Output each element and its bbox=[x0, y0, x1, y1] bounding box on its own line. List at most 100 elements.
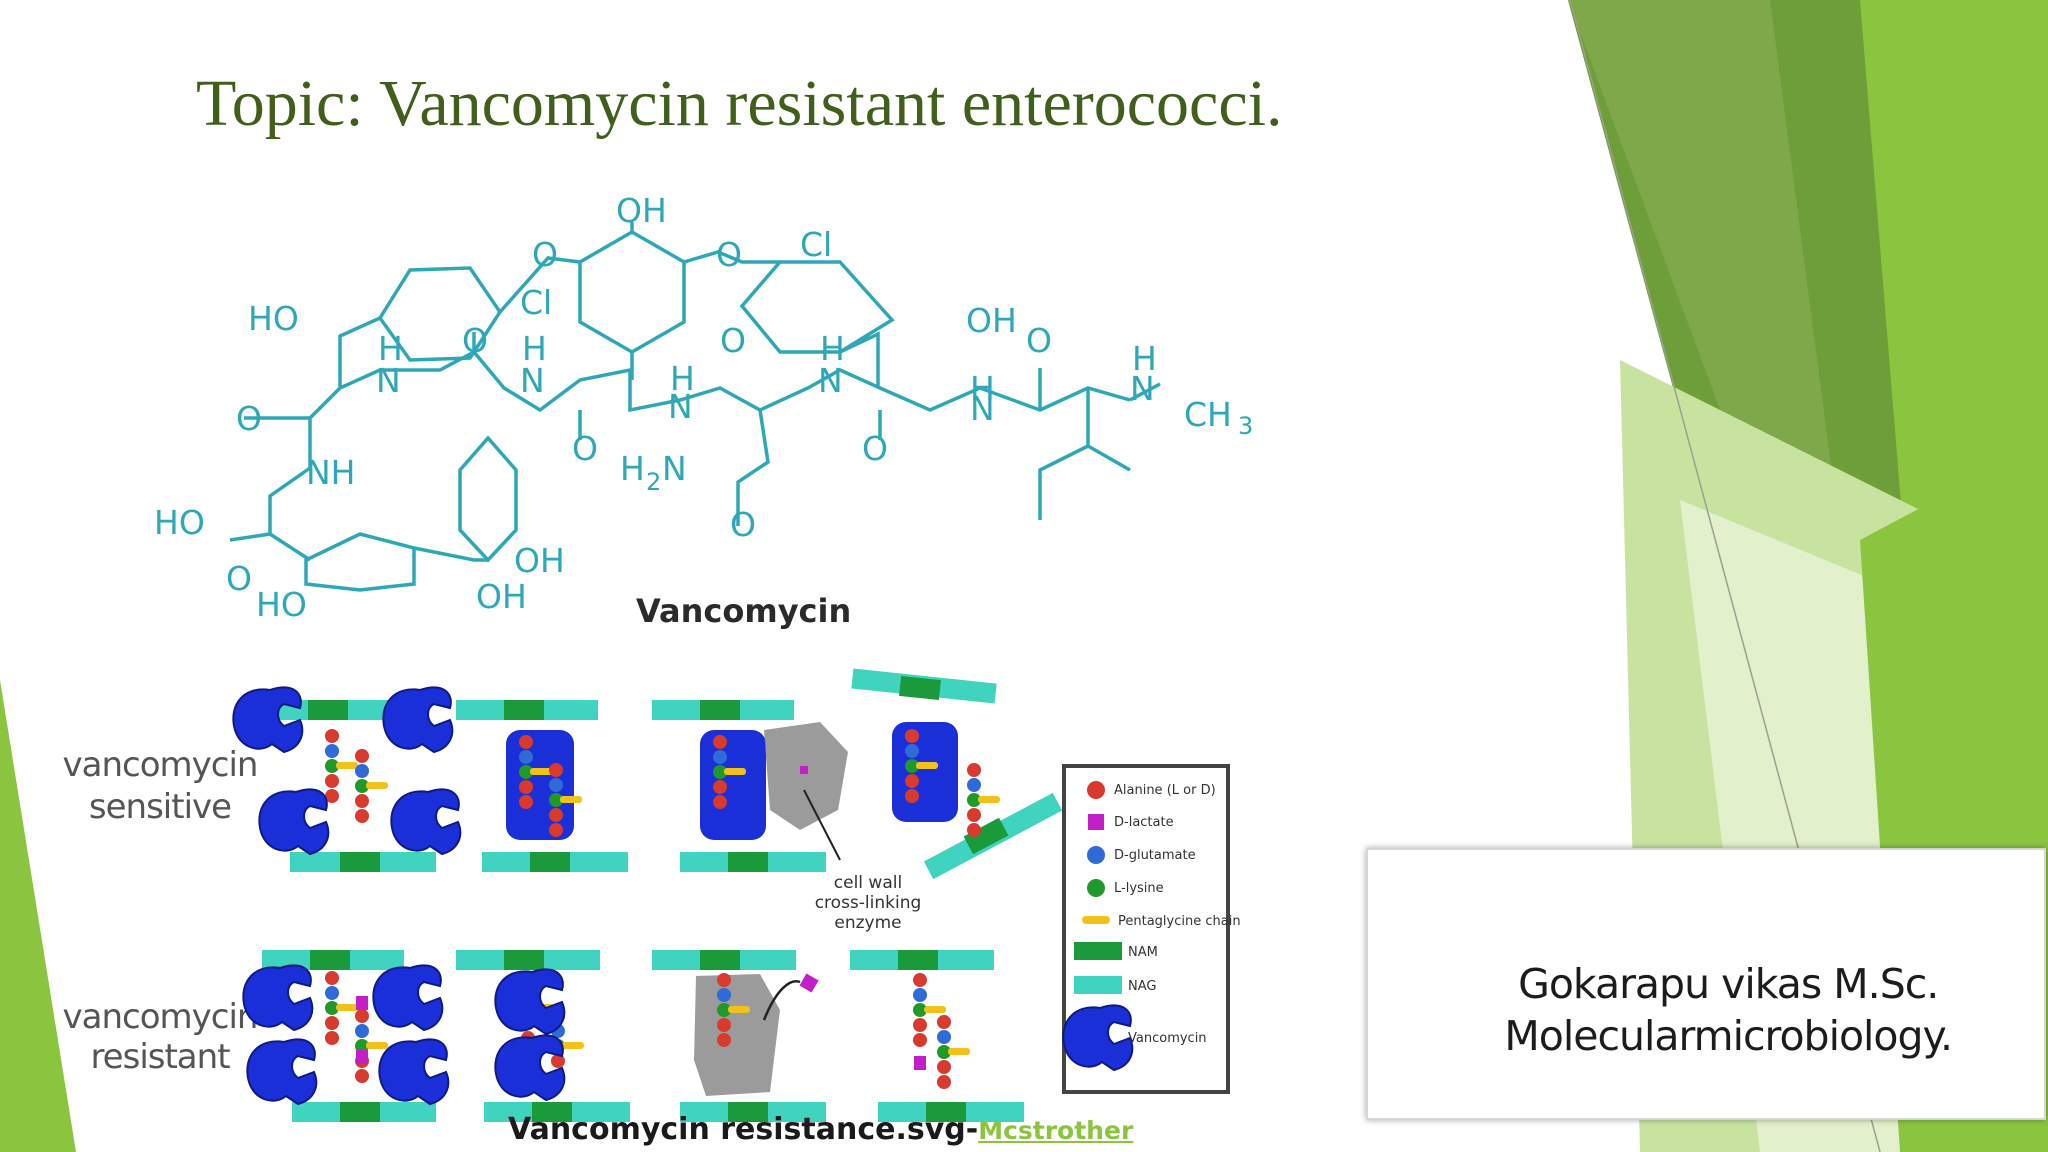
nam-bar bbox=[898, 950, 938, 970]
vancomycin-icon bbox=[372, 964, 444, 1031]
nam-bar bbox=[308, 700, 348, 720]
author-text: Gokarapu vikas M.Sc. Molecularmicrobiolo… bbox=[1504, 958, 1953, 1062]
atom-label: H bbox=[820, 329, 845, 368]
vancomycin-icon bbox=[242, 964, 314, 1031]
atom-label: O bbox=[572, 429, 598, 468]
vancomycin-icon bbox=[382, 686, 454, 753]
nam-bar bbox=[340, 1102, 380, 1122]
nam-bar bbox=[899, 675, 941, 701]
peptide-chain bbox=[355, 749, 388, 823]
peptide-chain bbox=[937, 1015, 970, 1089]
blue-sphere-icon bbox=[1087, 846, 1105, 864]
magenta-square-icon bbox=[1088, 814, 1104, 830]
author-name-line: Gokarapu vikas M.Sc. bbox=[1518, 960, 1939, 1008]
structure-name: Vancomycin bbox=[636, 592, 851, 630]
sensitive-row bbox=[232, 668, 1063, 880]
d-lactate-marker bbox=[914, 1056, 926, 1070]
atom-label: O bbox=[226, 559, 252, 598]
atom-label: N bbox=[668, 387, 693, 426]
benzene-ring bbox=[458, 435, 518, 563]
d-lactate-marker bbox=[356, 996, 368, 1010]
enzyme-label: cell wall cross-linking enzyme bbox=[815, 873, 922, 933]
nam-bar bbox=[340, 852, 380, 872]
benzene-ring bbox=[578, 229, 686, 355]
legend-label: Vancomycin bbox=[1128, 1031, 1207, 1046]
atom-label: OH bbox=[616, 191, 667, 230]
atom-label: H bbox=[670, 359, 695, 398]
atom-label: NH bbox=[306, 453, 356, 492]
green-bar-icon bbox=[1074, 942, 1122, 960]
atom-label: Cl bbox=[800, 225, 832, 264]
legend-label: D-glutamate bbox=[1114, 848, 1196, 863]
release-arrow bbox=[762, 980, 801, 1021]
atom-label: HO bbox=[154, 503, 205, 542]
legend-label: L-lysine bbox=[1114, 881, 1164, 896]
author-field-line: Molecularmicrobiology. bbox=[1504, 1012, 1953, 1060]
legend-label: NAM bbox=[1128, 945, 1158, 960]
row-labels: vancomycin sensitive vancomycin resistan… bbox=[63, 745, 259, 1077]
nam-bar bbox=[504, 950, 544, 970]
legend: Alanine (L or D) D-lactate D-glutamate L… bbox=[1062, 764, 1241, 1094]
nam-bar bbox=[530, 852, 570, 872]
atom-label: H bbox=[378, 329, 403, 368]
slide-title: Topic: Vancomycin resistant enterococci. bbox=[196, 67, 1283, 140]
yellow-bar-icon bbox=[1082, 916, 1110, 924]
atom-label: HO bbox=[248, 299, 299, 338]
atom-label: O bbox=[462, 321, 488, 360]
nam-bar bbox=[700, 700, 740, 720]
atom-label: N bbox=[1130, 369, 1155, 408]
nam-bar bbox=[532, 1102, 572, 1122]
atom-label: N bbox=[376, 361, 401, 400]
atom-label: OH bbox=[514, 541, 565, 580]
structure-labels: OH O O Cl Cl HO OH H N O H N H N O H N H… bbox=[154, 191, 1253, 624]
legend-label: D-lactate bbox=[1114, 815, 1174, 830]
atom-label: H bbox=[620, 449, 645, 488]
atom-label: O bbox=[1026, 321, 1052, 360]
vancomycin-icon bbox=[378, 1038, 450, 1105]
nam-bar bbox=[926, 1102, 966, 1122]
row-label-sensitive: vancomycin bbox=[63, 745, 258, 785]
nam-bar bbox=[728, 852, 768, 872]
d-lactate-marker bbox=[800, 766, 808, 774]
enzyme-label-line: enzyme bbox=[834, 913, 901, 933]
d-lactate-marker bbox=[356, 1050, 368, 1064]
vancomycin-bound bbox=[700, 730, 766, 840]
atom-label: 2 bbox=[646, 468, 661, 496]
attribution-link[interactable]: Mcstrother bbox=[978, 1116, 1134, 1145]
vancomycin-icon bbox=[494, 968, 566, 1035]
red-sphere-icon bbox=[1087, 781, 1105, 799]
atom-label: HO bbox=[256, 585, 307, 624]
benzene-ring bbox=[304, 532, 416, 592]
resistant-row bbox=[242, 950, 1024, 1122]
row-label-resistant: resistant bbox=[90, 1037, 230, 1077]
atom-label: O bbox=[862, 429, 888, 468]
nam-bar bbox=[963, 817, 1009, 855]
vancomycin-bound bbox=[892, 722, 958, 822]
atom-label: O bbox=[730, 505, 756, 544]
teal-bar-icon bbox=[1074, 976, 1122, 994]
peptide-chain bbox=[325, 971, 358, 1045]
caption-text: Vancomycin resistance.svg- bbox=[508, 1112, 979, 1147]
atom-label: H bbox=[1132, 339, 1157, 378]
atom-label: OH bbox=[966, 301, 1017, 340]
atom-label: N bbox=[662, 449, 687, 488]
enzyme-pointer bbox=[803, 789, 841, 861]
legend-label: Pentaglycine chain bbox=[1118, 914, 1241, 929]
vancomycin-icon bbox=[390, 788, 462, 855]
d-lactate-released bbox=[799, 973, 819, 993]
atom-label: CH bbox=[1184, 395, 1232, 434]
vancomycin-structure bbox=[229, 222, 1161, 592]
atom-label: O bbox=[532, 235, 558, 274]
atom-label: O bbox=[716, 235, 742, 274]
nam-bar bbox=[504, 700, 544, 720]
vancomycin-icon bbox=[258, 788, 330, 855]
enzyme-label-line: cross-linking bbox=[815, 893, 922, 913]
nam-bar bbox=[310, 950, 350, 970]
atom-label: H bbox=[970, 369, 995, 408]
enzyme-label-line: cell wall bbox=[834, 873, 902, 893]
accent-triangle-left bbox=[0, 680, 76, 1152]
legend-label: NAG bbox=[1128, 979, 1156, 994]
peptide-chain bbox=[325, 729, 358, 803]
nam-bar bbox=[728, 1102, 768, 1122]
